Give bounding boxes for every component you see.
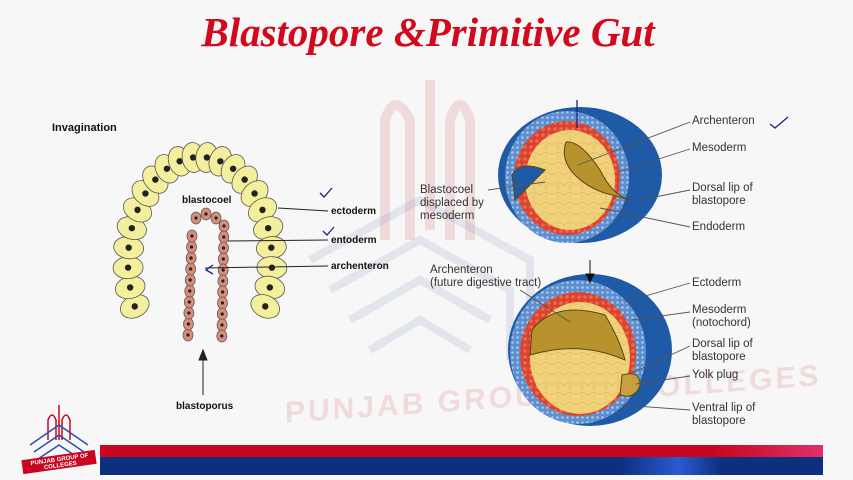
label-line: Blastocoel [420,184,474,196]
label-endoderm: Endoderm [692,221,746,233]
cell-nucleus [186,333,190,337]
late-gastrula [508,274,672,426]
cell-nucleus [264,224,272,232]
cell-nucleus [176,158,183,165]
cell-nucleus [221,268,225,272]
handwritten-checkmarks [204,187,335,275]
label-line: Dorsal lip of [692,338,753,350]
cell-nucleus [203,154,211,161]
label-blastocoel: blastocoel [182,195,232,206]
label-line: (future digestive tract) [430,277,542,289]
cell-nucleus [220,323,224,327]
label-entoderm: entoderm [331,235,377,246]
red-footer-bar [100,445,823,457]
cell-nucleus [128,224,136,232]
archenteron-leader [204,265,329,269]
blue-footer-bar [100,457,823,475]
label-line: blastopore [692,195,746,207]
cell-nucleus [188,289,192,293]
cell-nucleus [229,165,237,172]
cell-nucleus [241,176,248,183]
cell-nucleus [142,190,149,197]
cell-nucleus [221,257,225,261]
cell-nucleus [266,284,274,291]
cell-nucleus [222,235,226,239]
cell-nucleus [188,278,192,282]
cell-nucleus [163,165,171,172]
cell-nucleus [152,176,159,183]
label-line: Archenteron [430,264,493,276]
cell-nucleus [134,206,141,214]
ectoderm-leader [277,207,329,212]
label-line: blastopore [692,415,746,427]
label-blastoporus: blastoporus [176,401,234,412]
cell-nucleus [187,300,191,304]
slide-title: Blastopore &Primitive Gut [201,9,655,55]
label-line: mesoderm [420,210,475,222]
cell-nucleus [189,267,193,271]
label-ectoderm: ectoderm [331,206,377,217]
label-line: displaced by [420,197,484,209]
cell-nucleus [190,234,194,238]
cell-nucleus [259,206,266,214]
cell-nucleus [268,244,275,251]
cell-nucleus [220,312,224,316]
label-line: Dorsal lip of [692,182,753,194]
label-yolk-plug: Yolk plug [692,369,739,381]
cell-nucleus [251,190,258,197]
cell-nucleus [131,303,138,310]
cell-nucleus [124,264,132,271]
label-line: Ventral lip of [692,402,756,414]
label-line: blastopore [692,351,746,363]
label-mesoderm-notochord: Mesoderm(notochord) [692,304,751,330]
cell-nucleus [222,224,226,228]
ectoderm-cells [112,142,288,319]
cell-nucleus [220,334,224,338]
cell-nucleus [125,244,132,251]
cell-nucleus [126,284,134,291]
cell-nucleus [214,216,218,220]
label-mesoderm-top: Mesoderm [692,142,747,154]
cell-nucleus [204,212,208,216]
cell-nucleus [217,158,224,165]
label-line: (notochord) [692,317,751,329]
cell-nucleus [221,279,225,283]
cell-nucleus [221,290,225,294]
cell-nucleus [187,311,191,315]
entoderm-cells [182,207,230,343]
early-gastrula [498,107,662,243]
handwritten-marks [576,100,789,129]
down-arrow-icon [585,260,595,284]
cell-nucleus [220,301,225,305]
cell-nucleus [194,216,198,220]
cell-nucleus [189,245,194,249]
label-archenteron-top: Archenteron [692,115,755,127]
cell-nucleus [268,264,276,271]
invagination-heading: Invagination [52,122,117,134]
cell-nucleus [189,256,193,260]
cell-nucleus [221,246,226,250]
label-line: Mesoderm [692,304,747,316]
label-archenteron: archenteron [331,261,389,272]
entoderm-leader [227,239,329,242]
cell-nucleus [262,303,269,310]
cell-nucleus [186,322,191,326]
label-archenteron-future: Archenteron(future digestive tract) [430,264,541,290]
arrow-head-icon [198,348,208,361]
cell-nucleus [189,154,197,161]
label-ectoderm-bottom: Ectoderm [692,277,742,289]
